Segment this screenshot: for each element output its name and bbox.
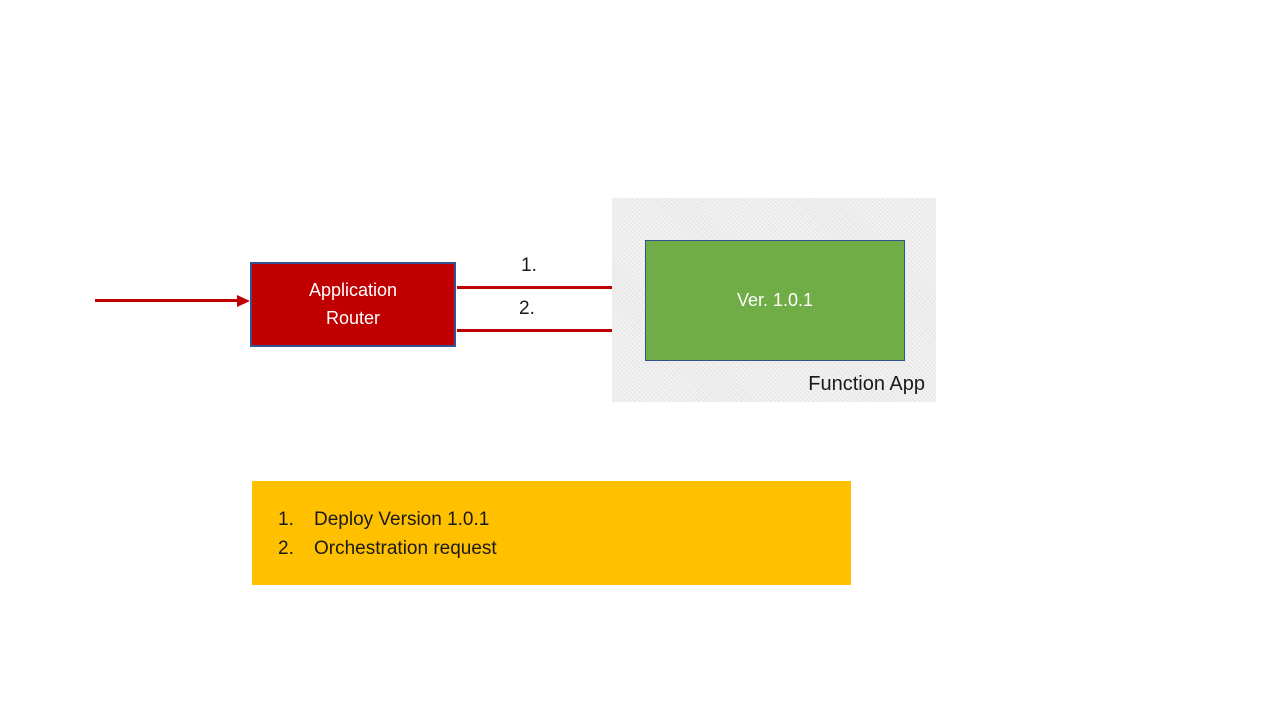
function-app-label: Function App <box>808 373 925 395</box>
deploy-arrow <box>457 286 632 289</box>
version-box-label: Ver. 1.0.1 <box>736 290 814 310</box>
orchestration-arrow <box>457 329 632 332</box>
version-box: Ver. 1.0.1 <box>645 240 905 361</box>
application-router-box: Application Router <box>250 262 456 347</box>
application-router-label: Application Router <box>308 279 398 328</box>
legend-item: 1. Deploy Version 1.0.1 <box>278 505 831 534</box>
legend-item-number: 2. <box>278 538 294 559</box>
legend-item: 2. Orchestration request <box>278 534 831 563</box>
legend-item-text: Deploy Version 1.0.1 <box>314 509 490 530</box>
legend-item-text: Orchestration request <box>314 538 497 559</box>
function-app-container: Ver. 1.0.1 Function App <box>612 198 936 402</box>
incoming-request-arrow <box>95 299 237 302</box>
arrow-2-label: 2. <box>519 298 535 319</box>
arrow-1-label: 1. <box>521 255 537 276</box>
legend-box: 1. Deploy Version 1.0.1 2. Orchestration… <box>252 481 851 585</box>
legend-item-number: 1. <box>278 509 294 530</box>
